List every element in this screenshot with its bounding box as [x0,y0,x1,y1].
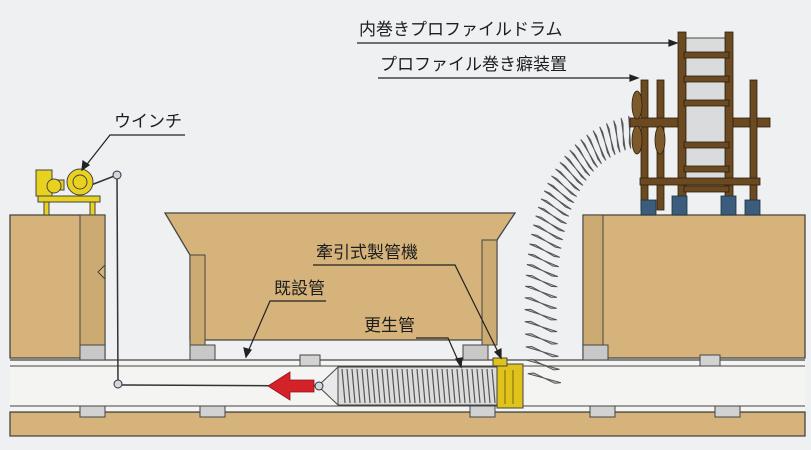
right-shaft-wall [582,214,604,346]
label-pipe-machine: 牽引式製管機 [316,243,418,263]
winch-machine [35,168,101,216]
renewed-pipe [317,365,499,407]
pulling-direction-arrow [267,371,315,401]
left-shaft-wall [79,214,106,346]
label-winding-device: プロファイル巻き癖装置 [380,55,567,75]
center-shaft-wall-right [481,239,498,346]
center-shaft-wall-left [189,254,206,346]
drum-stand [629,31,771,216]
manhole-walls [79,214,604,346]
pipe-making-machine [492,357,524,409]
soil-center [163,212,517,341]
leader-lines [81,39,679,369]
label-inner-drum: 内巻きプロファイルドラム [359,20,563,40]
soil-right [582,214,806,359]
label-existing-pipe: 既設管 [274,279,325,299]
label-winch: ウインチ [114,112,182,132]
winch-wire [77,170,324,391]
profile-strip [524,114,639,384]
soil-bottom [9,411,806,437]
label-renewed-pipe: 更生管 [364,316,415,336]
